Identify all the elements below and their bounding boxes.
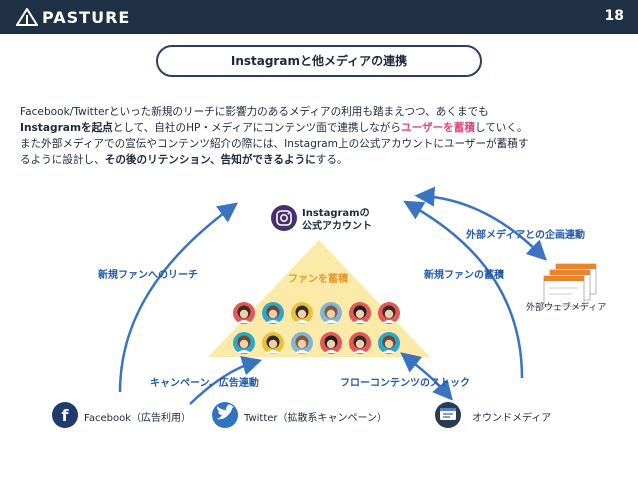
instagram-account-line-2: 公式アカウント — [302, 221, 372, 232]
arrow-reach — [118, 202, 239, 393]
fan-avatar — [320, 302, 342, 324]
header-bar: PASTURE 18 — [0, 0, 638, 34]
instagram-account-line-1: Instagramの — [302, 208, 370, 219]
twitter-icon — [212, 402, 238, 428]
label-reach: 新規ファンへのリーチ — [98, 270, 198, 281]
label-owned-media: オウンドメディア — [472, 413, 552, 424]
description-line-2: Instagramを起点として、自社のHP・メディアにコンテンツ面で連携しながら… — [20, 120, 620, 136]
highlight-accumulate: ユーザーを蓄積 — [400, 122, 475, 134]
label-flow: フローコンテンツのストック — [340, 378, 470, 389]
description-text: Facebook/Twitterといった新規のリーチに影響力のあるメディアの利用… — [20, 104, 620, 168]
description-line-4-text: るように設計し、 — [20, 154, 105, 166]
fan-pyramid — [208, 240, 430, 357]
description-line-4: るように設計し、その後のリテンション、告知ができるようにする。 — [20, 152, 620, 168]
emphasis-start-point: Instagramを起点 — [20, 122, 113, 134]
fan-avatar — [233, 302, 255, 324]
fan-avatar — [320, 332, 342, 354]
pasture-logo-icon — [16, 8, 38, 26]
fan-avatar — [262, 332, 284, 354]
arrow-external-collab — [414, 186, 547, 261]
page-title: Instagramと他メディアの連携 — [156, 45, 482, 77]
label-external-collab: 外部メディアとの企画連動 — [466, 230, 585, 241]
label-external-web-media: 外部ウェブメディア — [526, 303, 607, 313]
description-line-2-end: していく。 — [474, 122, 528, 134]
fan-avatar — [349, 332, 371, 354]
label-accumulate: ファンを蓄積 — [288, 274, 348, 285]
label-campaign: キャンペーン、広告連動 — [150, 378, 259, 389]
description-line-4-end: する。 — [315, 154, 348, 166]
fan-avatar — [291, 302, 313, 324]
instagram-icon — [271, 205, 297, 231]
description-line-3: また外部メディアでの宣伝やコンテンツ紹介の際には、Instagram上の公式アカ… — [20, 138, 529, 150]
brand-name: PASTURE — [42, 8, 131, 27]
fan-avatar — [349, 302, 371, 324]
facebook-icon: f — [52, 402, 78, 428]
fan-avatar — [378, 302, 400, 324]
instagram-account-label: Instagramの 公式アカウント — [302, 207, 372, 233]
description-line-1: Facebook/Twitterといった新規のリーチに影響力のあるメディアの利用… — [20, 106, 489, 118]
label-twitter: Twitter（拡散系キャンペーン） — [244, 413, 388, 424]
fan-avatar — [262, 302, 284, 324]
owned-media-icon — [435, 402, 461, 428]
external-web-pages-icon — [543, 263, 597, 307]
fan-avatar — [378, 332, 400, 354]
emphasis-retention: その後のリテンション、告知ができるように — [104, 154, 316, 166]
arrow-campaign — [189, 356, 263, 405]
arrow-flow — [400, 352, 453, 401]
description-line-2-text: として、自社のHP・メディアにコンテンツ面で連携しながら — [112, 122, 401, 134]
svg-text:f: f — [62, 406, 70, 425]
label-stock: 新規ファンの蓄積 — [424, 270, 504, 281]
page-number: 18 — [604, 8, 624, 24]
fan-avatar — [291, 332, 313, 354]
label-facebook: Facebook（広告利用） — [84, 413, 191, 424]
fan-avatars — [233, 302, 400, 354]
fan-avatar — [233, 332, 255, 354]
